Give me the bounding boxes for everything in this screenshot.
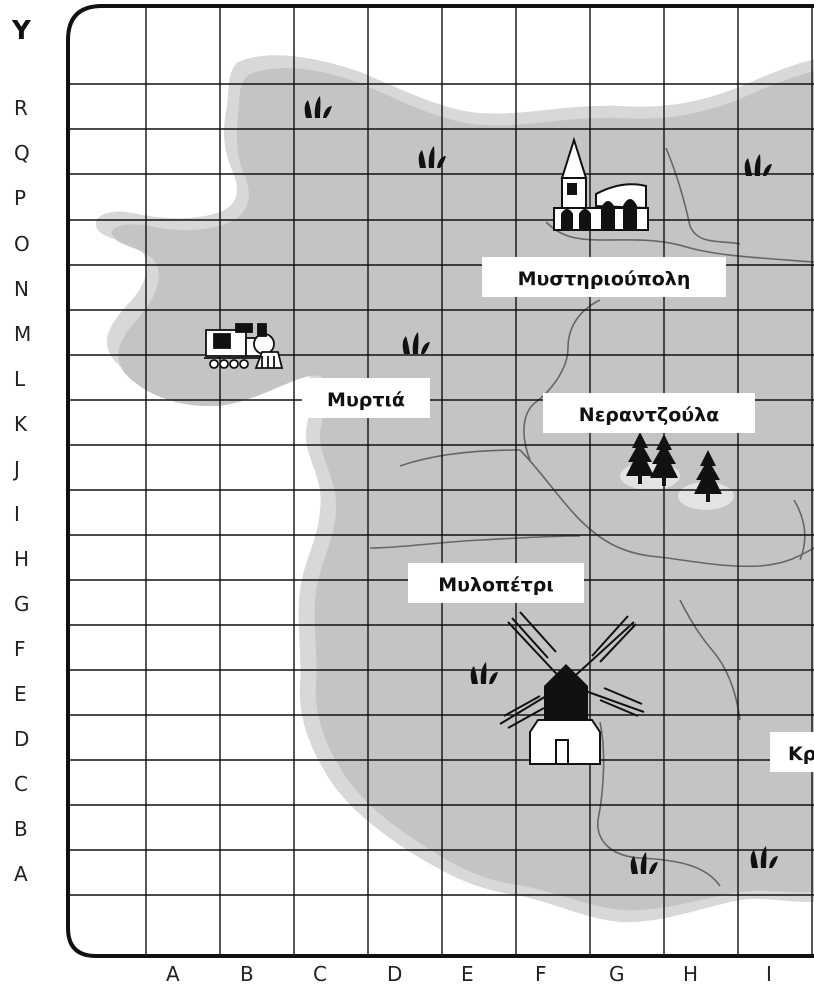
x-label-e: E [461,962,474,986]
x-label-h: H [683,962,699,986]
town-nerantzoula: Νεραντζούλα [543,393,755,433]
y-label-o: O [14,232,30,256]
y-label-d: D [14,727,30,751]
y-label-m: M [14,322,32,346]
grass-tuft-icon [402,332,430,354]
town-myrtia: Μυρτιά [302,378,430,418]
town-mystiriopoli: Μυστηριούπολη [482,257,726,297]
y-label-q: Q [14,141,30,165]
x-label-g: G [609,962,625,986]
y-axis-title: Y [12,16,31,46]
x-label-i: I [766,962,772,986]
x-label-f: F [535,962,547,986]
x-label-a: A [166,962,180,986]
town-label-myrtia: Μυρτιά [327,389,405,411]
y-label-h: H [14,547,30,571]
town-partial-edge: Κρ [770,732,814,772]
town-label-partial-edge: Κρ [788,743,814,765]
grass-tuft-icon [630,852,658,874]
grass-tuft-icon [418,146,446,168]
windmill-icon [499,611,645,765]
y-label-f: F [14,637,26,661]
y-label-c: C [14,772,28,796]
y-label-i: I [14,502,20,526]
y-label-g: G [14,592,30,616]
town-label-mylopetri: Μυλοπέτρι [438,574,554,596]
church-icon [553,136,649,231]
y-label-e: E [14,682,27,706]
y-label-r: R [14,96,28,120]
grass-tuft-icon [304,96,332,118]
y-label-p: P [14,186,27,210]
grass-tuft-icon [750,846,778,868]
town-label-nerantzoula: Νεραντζούλα [579,404,719,426]
x-label-b: B [240,962,254,986]
x-label-c: C [313,962,327,986]
roads [369,147,814,887]
train-icon [204,323,284,369]
town-mylopetri: Μυλοπέτρι [408,563,584,603]
grass-tuft-icon [744,154,772,176]
y-label-n: N [14,277,29,301]
y-label-b: B [14,817,28,841]
y-label-a: A [14,862,28,886]
y-label-j: J [14,457,20,481]
pine-trees-icon [626,432,722,502]
map-frame [66,4,814,958]
town-label-mystiriopoli: Μυστηριούπολη [518,268,691,290]
x-label-d: D [387,962,403,986]
grass-tuft-icon [470,662,498,684]
y-label-l: L [14,367,26,391]
y-label-k: K [14,412,28,436]
